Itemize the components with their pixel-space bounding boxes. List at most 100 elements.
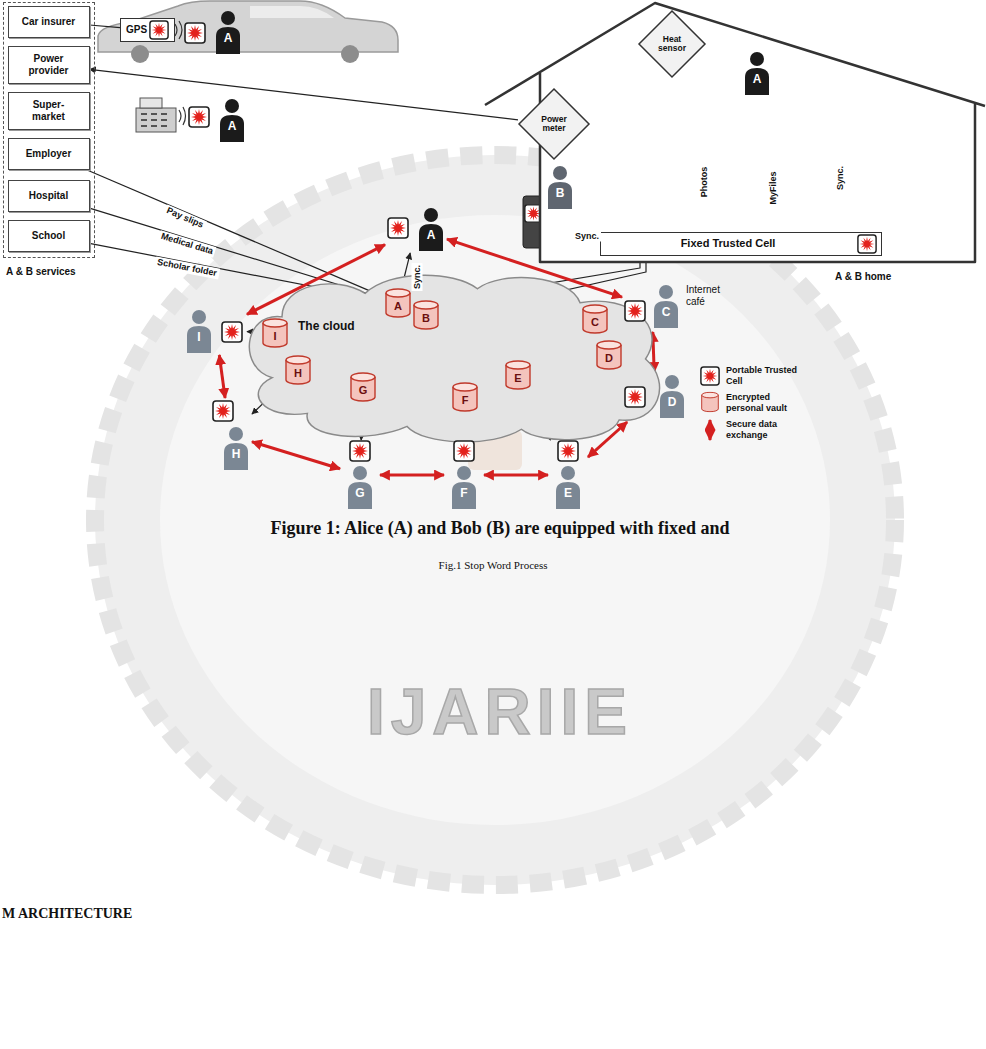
connector [86,170,385,298]
vault-text: A [394,300,402,312]
box-text: Hospital [29,190,68,202]
diamond-shape [639,11,705,77]
portable-cell-use [454,441,474,461]
portable-cell [624,300,646,322]
house-line [485,3,985,262]
gps-box: GPS [120,18,175,42]
secure-exchange-arrow [380,474,444,477]
vault-text: E [514,372,521,384]
watermark: IJARIIE [367,677,633,747]
portable-cell-use [189,107,209,127]
service-box: Hospital [8,180,90,212]
vault-text: C [591,316,599,328]
person-text: H [222,445,250,463]
person-with-cell: B [522,165,574,249]
gps-text: GPS [126,24,147,36]
secure-exchange-arrow [219,355,225,398]
person-with-cell: E [548,440,588,510]
secure-exchange-arrow [484,474,548,477]
service-box: Power provider [8,46,90,84]
cloud-outline [249,275,659,442]
gps-waves [175,21,182,39]
box-text: Super-market [23,99,75,122]
service-box: Car insurer [8,6,90,38]
vault-text: F [462,394,469,406]
badge-inner [160,215,830,825]
house-fill [540,3,975,262]
portable-cell-use [558,441,578,461]
person-text: E [554,484,582,502]
person-with-cell: A [742,50,772,96]
fixed-trusted-cell: Fixed Trusted Cell [600,232,882,256]
box-text: School [32,230,65,242]
cash-register [136,108,176,132]
person-with-cell: F [444,440,484,510]
legend-vault-sample [701,391,719,413]
edge-label: Pay slips [163,204,207,231]
portable-cell [349,440,371,462]
portable-cell [624,386,646,408]
legend-text: Secure data exchange [726,419,806,441]
diamond-shape [519,89,589,159]
place-label: Internet café [686,284,734,308]
person-text: C [652,303,680,321]
person-text: A [417,226,445,244]
diamond-text: Power meter [532,115,576,134]
portable-cell [857,234,877,254]
portable-cell [221,321,243,343]
person-with-cell: I [185,305,247,355]
legend-text: Encrypted personal vault [726,392,806,414]
section-heading: M ARCHITECTURE [2,905,132,922]
vault-cylinder-use [453,383,477,411]
cloud-text: The cloud [298,319,355,333]
portable-cell-use [185,23,205,43]
personal-vault: F [452,382,478,412]
vault-text: D [605,352,613,364]
service-box: Super-market [8,92,90,130]
person-text: F [450,484,478,502]
legend-cell-sample-use [701,367,719,385]
vault-cylinder-use [583,305,607,333]
personal-vault: I [262,318,288,348]
edge-label: Sync. [411,262,422,290]
service-box: School [8,220,90,252]
portable-cell-use [222,322,242,342]
box-text: Employer [26,148,72,160]
portable-cell-use [388,218,408,238]
car-window [250,6,334,18]
person-text: A [743,70,771,88]
portable-cell [453,440,475,462]
service-box: Employer [8,138,90,170]
edge-label: Scholar folder [154,257,219,280]
arrow-label: Sync. [835,166,846,190]
arrow-label: Photos [699,167,710,198]
portable-cell-use [350,441,370,461]
person-with-cell: A [186,96,248,144]
personal-vault: G [350,372,376,402]
secure-exchange-arrow [252,442,340,469]
personal-vault: D [596,340,622,370]
edge-label: Sync. [573,231,601,242]
person-text: A [218,117,246,135]
legend-vault-sample-use [702,392,719,411]
vault-cylinder-use [263,319,287,347]
fixed-text: Fixed Trusted Cell [681,237,776,250]
person-with-cell: G [340,440,380,510]
group-text: A & B services [6,266,76,278]
sensor-diamond: Power meter [518,88,590,160]
box-text: Power provider [21,53,77,76]
person-text: A [214,29,242,47]
car-body [98,1,398,52]
personal-vault: B [413,300,439,330]
person-with-cell: A [385,205,447,253]
person-text: B [546,184,574,202]
personal-vault: A [385,288,411,318]
badge-outer [95,155,895,885]
portable-cell [149,20,169,40]
portable-cell-use [150,20,168,38]
vault-text: H [294,367,302,379]
portable-cell-use [625,387,645,407]
vault-cylinder-use [506,361,530,389]
arrow-label: MyFiles [768,171,779,204]
